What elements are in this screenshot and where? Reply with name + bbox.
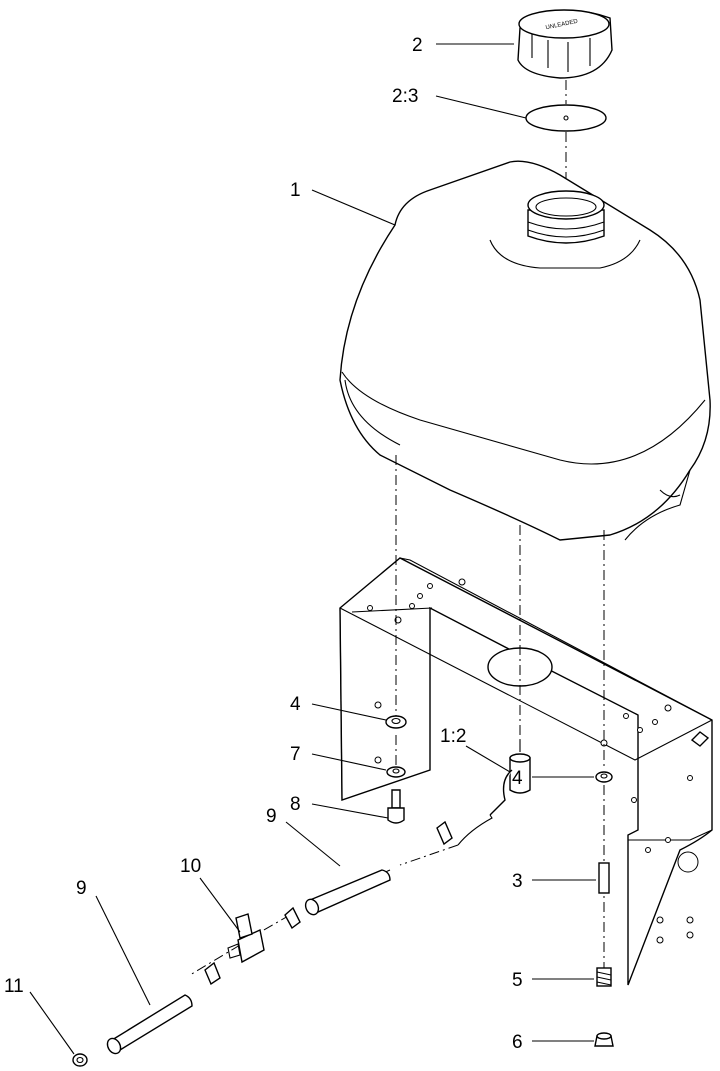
hose-clamp-lower: [204, 961, 221, 986]
bolt-8: [387, 789, 405, 824]
hose-clamp-middle: [284, 906, 301, 930]
tank-outlet-fitting: [457, 740, 531, 846]
callout-9-upper: 9: [266, 806, 277, 827]
fuel-hose-9-upper: [304, 869, 391, 916]
callout-3: 3: [512, 871, 523, 892]
callout-7: 7: [290, 744, 301, 765]
leader-lines: [29, 43, 596, 1055]
cap-gasket: [525, 104, 607, 132]
grommet-washer-4-upper: [385, 715, 407, 729]
callout-1-2: 1:2: [440, 726, 466, 747]
bracket-holes: [367, 578, 699, 944]
grommet-washer-4-lower: [595, 771, 613, 783]
callout-4-upper: 4: [290, 694, 301, 715]
hose-clamp-11: [72, 1053, 88, 1067]
callout-11: 11: [4, 976, 24, 997]
callout-8: 8: [290, 794, 301, 815]
stud-3: [598, 862, 610, 894]
washer-7: [386, 766, 406, 778]
callout-9-lower: 9: [76, 878, 87, 899]
fuel-tank: [339, 160, 711, 541]
callout-4-lower: 4: [512, 768, 523, 789]
callout-1: 1: [290, 180, 301, 201]
fuel-cap: UNLEADED: [517, 9, 613, 79]
hose-clamp-upper: [436, 820, 453, 846]
callout-2: 2: [412, 35, 423, 56]
fuel-hose-9-lower: [106, 994, 193, 1055]
callout-6: 6: [512, 1032, 523, 1053]
callout-10: 10: [180, 856, 201, 877]
callout-2-3: 2:3: [392, 86, 418, 107]
nut-6: [594, 1032, 614, 1047]
spring-5: [596, 967, 612, 987]
callout-5: 5: [512, 970, 523, 991]
shutoff-valve-10: [227, 913, 265, 964]
